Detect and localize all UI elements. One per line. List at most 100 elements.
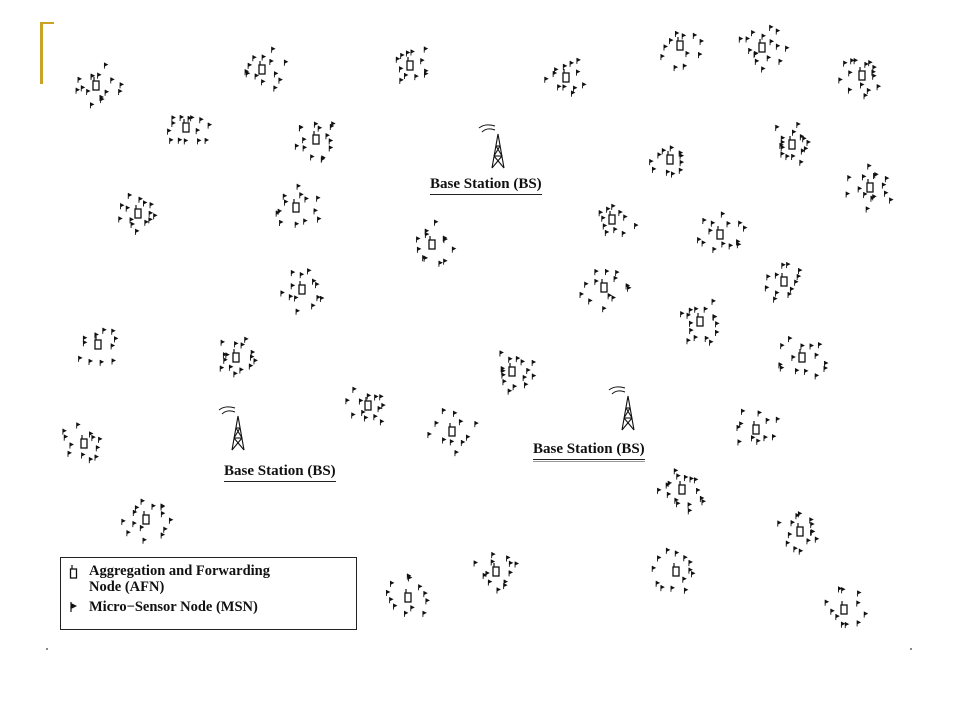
micro-sensor-icon	[328, 145, 334, 152]
micro-sensor-icon	[501, 372, 506, 379]
micro-sensor-icon	[835, 614, 840, 621]
micro-sensor-icon	[743, 225, 748, 232]
micro-sensor-icon	[678, 167, 684, 174]
micro-sensor-icon	[726, 221, 732, 228]
micro-sensor-icon	[277, 208, 283, 215]
micro-sensor-icon	[99, 359, 105, 366]
aggregation-node-icon	[292, 199, 300, 213]
micro-sensor-icon	[316, 295, 321, 302]
micro-sensor-icon	[679, 153, 685, 160]
micro-sensor-icon	[424, 228, 430, 235]
aggregation-node-icon	[600, 279, 608, 293]
micro-sensor-icon	[884, 190, 889, 197]
micro-sensor-icon	[279, 220, 284, 227]
micro-sensor-icon	[163, 526, 168, 533]
micro-sensor-icon	[824, 599, 830, 606]
micro-sensor-icon	[234, 341, 239, 348]
micro-sensor-icon	[399, 66, 404, 73]
micro-sensor-icon	[254, 73, 260, 80]
micro-sensor-icon	[676, 473, 681, 480]
micro-sensor-icon	[562, 63, 568, 70]
micro-sensor-icon	[283, 59, 289, 66]
micro-sensor-icon	[111, 358, 117, 365]
micro-sensor-icon	[720, 211, 726, 218]
micro-sensor-icon	[830, 608, 835, 615]
micro-sensor-icon	[111, 328, 116, 335]
micro-sensor-icon	[798, 268, 803, 275]
micro-sensor-icon	[379, 419, 385, 426]
micro-sensor-icon	[799, 134, 805, 141]
legend-afn-line1: Aggregation and Forwarding	[89, 563, 270, 579]
micro-sensor-icon	[261, 54, 267, 61]
micro-sensor-icon	[604, 230, 610, 237]
micro-sensor-icon	[373, 414, 378, 421]
aggregation-node-icon	[80, 435, 88, 449]
micro-sensor-icon	[273, 85, 278, 92]
micro-sensor-icon	[673, 468, 679, 475]
micro-sensor-icon	[872, 73, 877, 80]
micro-sensor-icon	[473, 560, 479, 567]
micro-sensor-icon	[674, 550, 680, 557]
micro-sensor-icon	[303, 218, 308, 225]
base-station-label: Base Station (BS)	[430, 176, 542, 195]
micro-sensor-icon	[554, 67, 559, 74]
micro-sensor-icon	[89, 431, 94, 438]
micro-sensor-icon	[557, 84, 562, 91]
micro-sensor-icon	[400, 53, 405, 60]
micro-sensor-icon	[806, 139, 811, 146]
micro-sensor-icon	[751, 30, 756, 37]
micro-sensor-icon	[443, 237, 448, 244]
micro-sensor-icon	[148, 210, 154, 217]
micro-sensor-icon	[160, 532, 166, 539]
micro-sensor-icon	[418, 584, 423, 591]
micro-sensor-icon	[100, 97, 105, 104]
micro-sensor-icon	[775, 124, 780, 131]
underline-shadow	[533, 461, 645, 462]
micro-sensor-icon	[500, 366, 506, 373]
micro-sensor-icon	[667, 480, 673, 487]
micro-sensor-icon	[847, 175, 852, 182]
micro-sensor-icon	[797, 511, 803, 518]
micro-sensor-icon	[389, 580, 395, 587]
micro-sensor-icon	[424, 71, 429, 78]
micro-sensor-icon	[786, 262, 791, 269]
aggregation-node-icon	[448, 423, 456, 437]
micro-sensor-icon	[576, 57, 581, 64]
micro-sensor-icon	[576, 69, 581, 76]
micro-sensor-icon	[863, 93, 869, 100]
micro-sensor-icon	[427, 431, 432, 438]
micro-sensor-icon	[414, 74, 419, 81]
micro-sensor-icon	[840, 621, 846, 628]
micro-sensor-icon	[799, 159, 804, 166]
micro-sensor-icon	[710, 220, 716, 227]
micro-sensor-icon	[179, 115, 185, 122]
micro-sensor-icon	[294, 295, 299, 302]
micro-sensor-icon	[738, 220, 743, 227]
slide-corner-dot	[46, 648, 48, 650]
micro-sensor-icon	[503, 583, 508, 590]
micro-sensor-icon	[703, 306, 709, 313]
micro-sensor-icon	[130, 222, 136, 229]
micro-sensor-icon	[570, 90, 576, 97]
micro-sensor-icon	[673, 65, 679, 72]
micro-sensor-icon	[778, 362, 783, 369]
micro-sensor-icon	[796, 121, 801, 128]
micro-sensor-icon	[693, 335, 699, 342]
micro-sensor-icon	[682, 63, 688, 70]
micro-sensor-icon	[736, 425, 742, 432]
micro-sensor-icon	[454, 450, 459, 457]
micro-sensor-icon	[298, 125, 304, 132]
micro-sensor-icon	[704, 336, 710, 343]
micro-sensor-icon	[863, 611, 869, 618]
micro-sensor-icon	[611, 295, 616, 302]
micro-sensor-icon	[82, 335, 88, 342]
micro-sensor-icon	[618, 209, 623, 216]
micro-sensor-icon	[688, 307, 694, 314]
micro-sensor-icon	[666, 491, 672, 498]
micro-sensor-icon	[754, 58, 760, 65]
micro-sensor-icon	[434, 219, 439, 226]
micro-sensor-icon	[793, 546, 798, 553]
micro-sensor-icon	[316, 195, 321, 202]
micro-sensor-icon	[766, 55, 772, 62]
